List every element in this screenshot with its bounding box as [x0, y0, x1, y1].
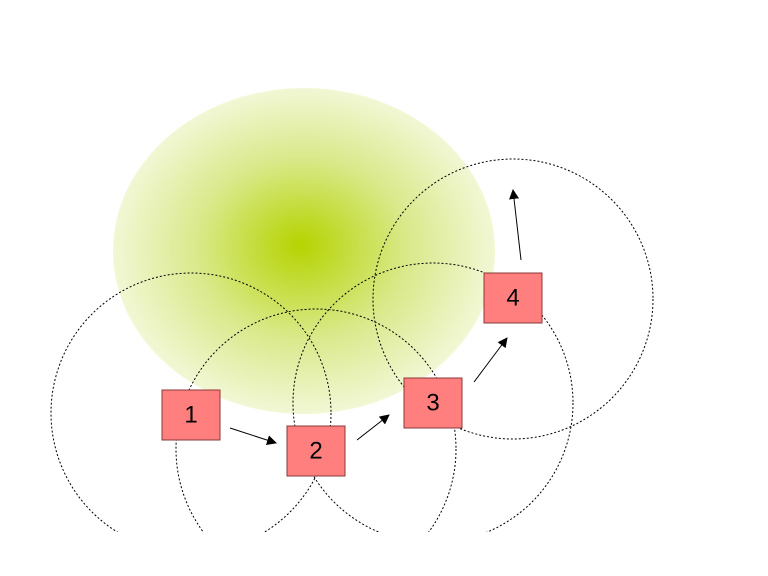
movement-arrows	[229, 189, 522, 445]
range-circle-2	[175, 308, 457, 532]
node-3-box	[403, 377, 463, 429]
node-4-box	[483, 272, 543, 324]
arrow-1-to-2	[229, 427, 277, 445]
arrow-4-onward	[509, 189, 522, 261]
node-1-box	[161, 389, 221, 441]
node-2-box	[286, 425, 346, 477]
node-1: 1	[161, 389, 221, 441]
node-3: 3	[403, 377, 463, 429]
range-circles	[50, 158, 654, 532]
range-circle-4	[372, 158, 654, 440]
node-3-label: 3	[426, 390, 439, 417]
arrow-2-to-3	[356, 414, 390, 441]
green-target-region	[113, 88, 495, 414]
node-4: 4	[483, 272, 543, 324]
range-circle-1	[50, 272, 332, 532]
node-4-label: 4	[506, 285, 519, 312]
range-circle-3	[292, 262, 574, 532]
node-2: 2	[286, 425, 346, 477]
arrow-3-to-4	[473, 337, 508, 383]
node-2-label: 2	[309, 438, 322, 465]
node-1-label: 1	[184, 402, 197, 429]
